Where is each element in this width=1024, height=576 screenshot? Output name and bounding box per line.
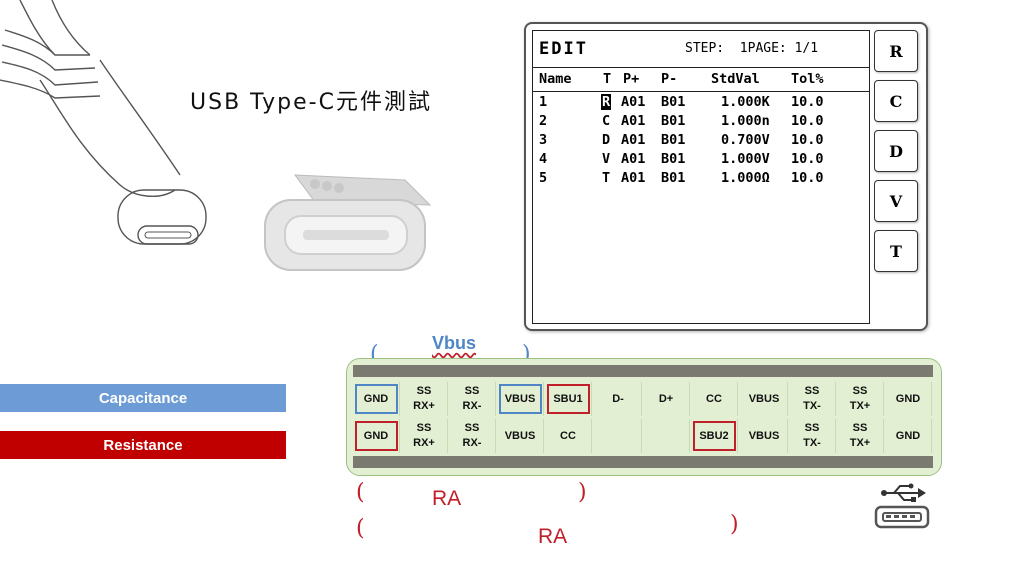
pin-bottom-ss-rx-plus: SS RX+ <box>401 419 448 453</box>
table-row[interactable]: 4 V A01 B01 1.000V 10.0 <box>533 151 869 170</box>
row-name: 5 <box>539 170 548 186</box>
pin-top-d-plus: D+ <box>643 382 690 416</box>
pin-bottom-ss-rx-minus: SS RX- <box>449 419 496 453</box>
row-stdval: 1.000K <box>721 94 770 110</box>
usb-c-connector-illustration <box>264 174 432 271</box>
pin-bottom-empty-1 <box>595 419 642 453</box>
pin-bottom-gnd: GND <box>353 419 400 453</box>
row-name: 4 <box>539 151 548 167</box>
display-header: EDIT STEP: 1PAGE: 1/1 <box>533 31 869 68</box>
row-p-minus: B01 <box>661 132 686 148</box>
ra-brace-left-2: ( <box>356 516 365 541</box>
table-row[interactable]: 3 D A01 B01 0.700V 10.0 <box>533 132 869 151</box>
step-info: STEP: 1PAGE: 1/1 <box>685 41 819 56</box>
table-row[interactable]: 1 R A01 B01 1.000K 10.0 <box>533 94 869 113</box>
row-name: 2 <box>539 113 548 129</box>
pin-bottom-vbus-2: VBUS <box>741 419 788 453</box>
pin-bottom-sbu2: SBU2 <box>691 419 738 453</box>
pin-top-ss-rx-minus: SS RX- <box>449 382 496 416</box>
pin-top-gnd: GND <box>353 382 400 416</box>
ra-brace-right-2: ) <box>730 512 739 537</box>
row-p-minus: B01 <box>661 151 686 167</box>
pin-top-vbus-2: VBUS <box>741 382 788 416</box>
column-headers: Name T P+ P- StdVal Tol% <box>533 67 869 92</box>
pin-top-ss-tx-plus: SS TX+ <box>837 382 884 416</box>
table-row[interactable]: 5 T A01 B01 1.000Ω 10.0 <box>533 170 869 189</box>
col-p-minus: P- <box>661 71 678 87</box>
tester-screen: EDIT STEP: 1PAGE: 1/1 Name T P+ P- StdVa… <box>524 22 928 331</box>
pin-bottom-vbus: VBUS <box>497 419 544 453</box>
row-p-plus: A01 <box>621 170 646 186</box>
type-c-button[interactable]: C <box>874 80 918 122</box>
row-type: C <box>602 113 611 129</box>
col-stdval: StdVal <box>711 71 760 87</box>
row-p-plus: A01 <box>621 113 646 129</box>
pin-top-gnd-2: GND <box>885 382 932 416</box>
col-name: Name <box>539 71 572 87</box>
ra-brace-right-1: ) <box>578 480 587 505</box>
row-tol: 10.0 <box>791 94 824 110</box>
col-tol: Tol% <box>791 71 824 87</box>
type-r-button[interactable]: R <box>874 30 918 72</box>
pin-bottom-ss-tx-plus: SS TX+ <box>837 419 884 453</box>
pin-bottom-cc: CC <box>545 419 592 453</box>
type-v-button[interactable]: V <box>874 180 918 222</box>
row-stdval: 1.000V <box>721 151 770 167</box>
usb-symbol-icon <box>881 483 926 502</box>
row-type: D <box>602 132 611 148</box>
row-stdval: 1.000n <box>721 113 770 129</box>
mode-label: EDIT <box>539 39 588 59</box>
vbus-brace-left: ( <box>370 342 379 367</box>
tester-display: EDIT STEP: 1PAGE: 1/1 Name T P+ P- StdVa… <box>532 30 870 324</box>
row-type: T <box>602 170 611 186</box>
legend-resistance: Resistance <box>0 431 286 459</box>
pin-top-ss-tx-minus: SS TX- <box>789 382 836 416</box>
row-stdval: 1.000Ω <box>721 170 770 186</box>
pin-bottom-empty-2 <box>643 419 690 453</box>
legend-capacitance: Capacitance <box>0 384 286 412</box>
row-name: 1 <box>539 94 548 110</box>
page-title: USB Type-C元件測試 <box>190 90 432 115</box>
ra-label-1: RA <box>432 487 462 510</box>
row-p-plus: A01 <box>621 132 646 148</box>
row-p-plus: A01 <box>621 151 646 167</box>
pin-top-d-minus: D- <box>595 382 642 416</box>
pin-bottom-ss-tx-minus: SS TX- <box>789 419 836 453</box>
pin-top-vbus: VBUS <box>497 382 544 416</box>
col-type: T <box>603 71 612 87</box>
usb-c-pin-map: GND SS RX+ SS RX- VBUS SBU1 D- D+ CC VBU… <box>346 358 942 476</box>
pin-strip-bottom <box>353 456 933 468</box>
type-d-button[interactable]: D <box>874 130 918 172</box>
row-p-minus: B01 <box>661 94 686 110</box>
ra-brace-left-1: ( <box>356 480 365 505</box>
row-tol: 10.0 <box>791 132 824 148</box>
vbus-brace-right: ) <box>522 342 531 367</box>
ra-label-2: RA <box>538 525 568 548</box>
pin-top-sbu1: SBU1 <box>545 382 592 416</box>
vbus-label: Vbus <box>432 333 477 353</box>
table-row[interactable]: 2 C A01 B01 1.000n 10.0 <box>533 113 869 132</box>
row-p-minus: B01 <box>661 170 686 186</box>
pin-bottom-gnd-2: GND <box>885 419 932 453</box>
row-tol: 10.0 <box>791 113 824 129</box>
row-type-selected[interactable]: R <box>601 94 612 110</box>
row-tol: 10.0 <box>791 170 824 186</box>
row-p-plus: A01 <box>621 94 646 110</box>
row-name: 3 <box>539 132 548 148</box>
row-p-minus: B01 <box>661 113 686 129</box>
usb-c-cable-illustration <box>0 0 207 245</box>
type-t-button[interactable]: T <box>874 230 918 272</box>
pin-top-cc: CC <box>691 382 738 416</box>
row-tol: 10.0 <box>791 151 824 167</box>
row-type: V <box>602 151 611 167</box>
usb-port-icon <box>874 505 930 529</box>
pin-strip-top <box>353 365 933 377</box>
row-stdval: 0.700V <box>721 132 770 148</box>
col-p-plus: P+ <box>623 71 640 87</box>
pin-top-ss-rx-plus: SS RX+ <box>401 382 448 416</box>
